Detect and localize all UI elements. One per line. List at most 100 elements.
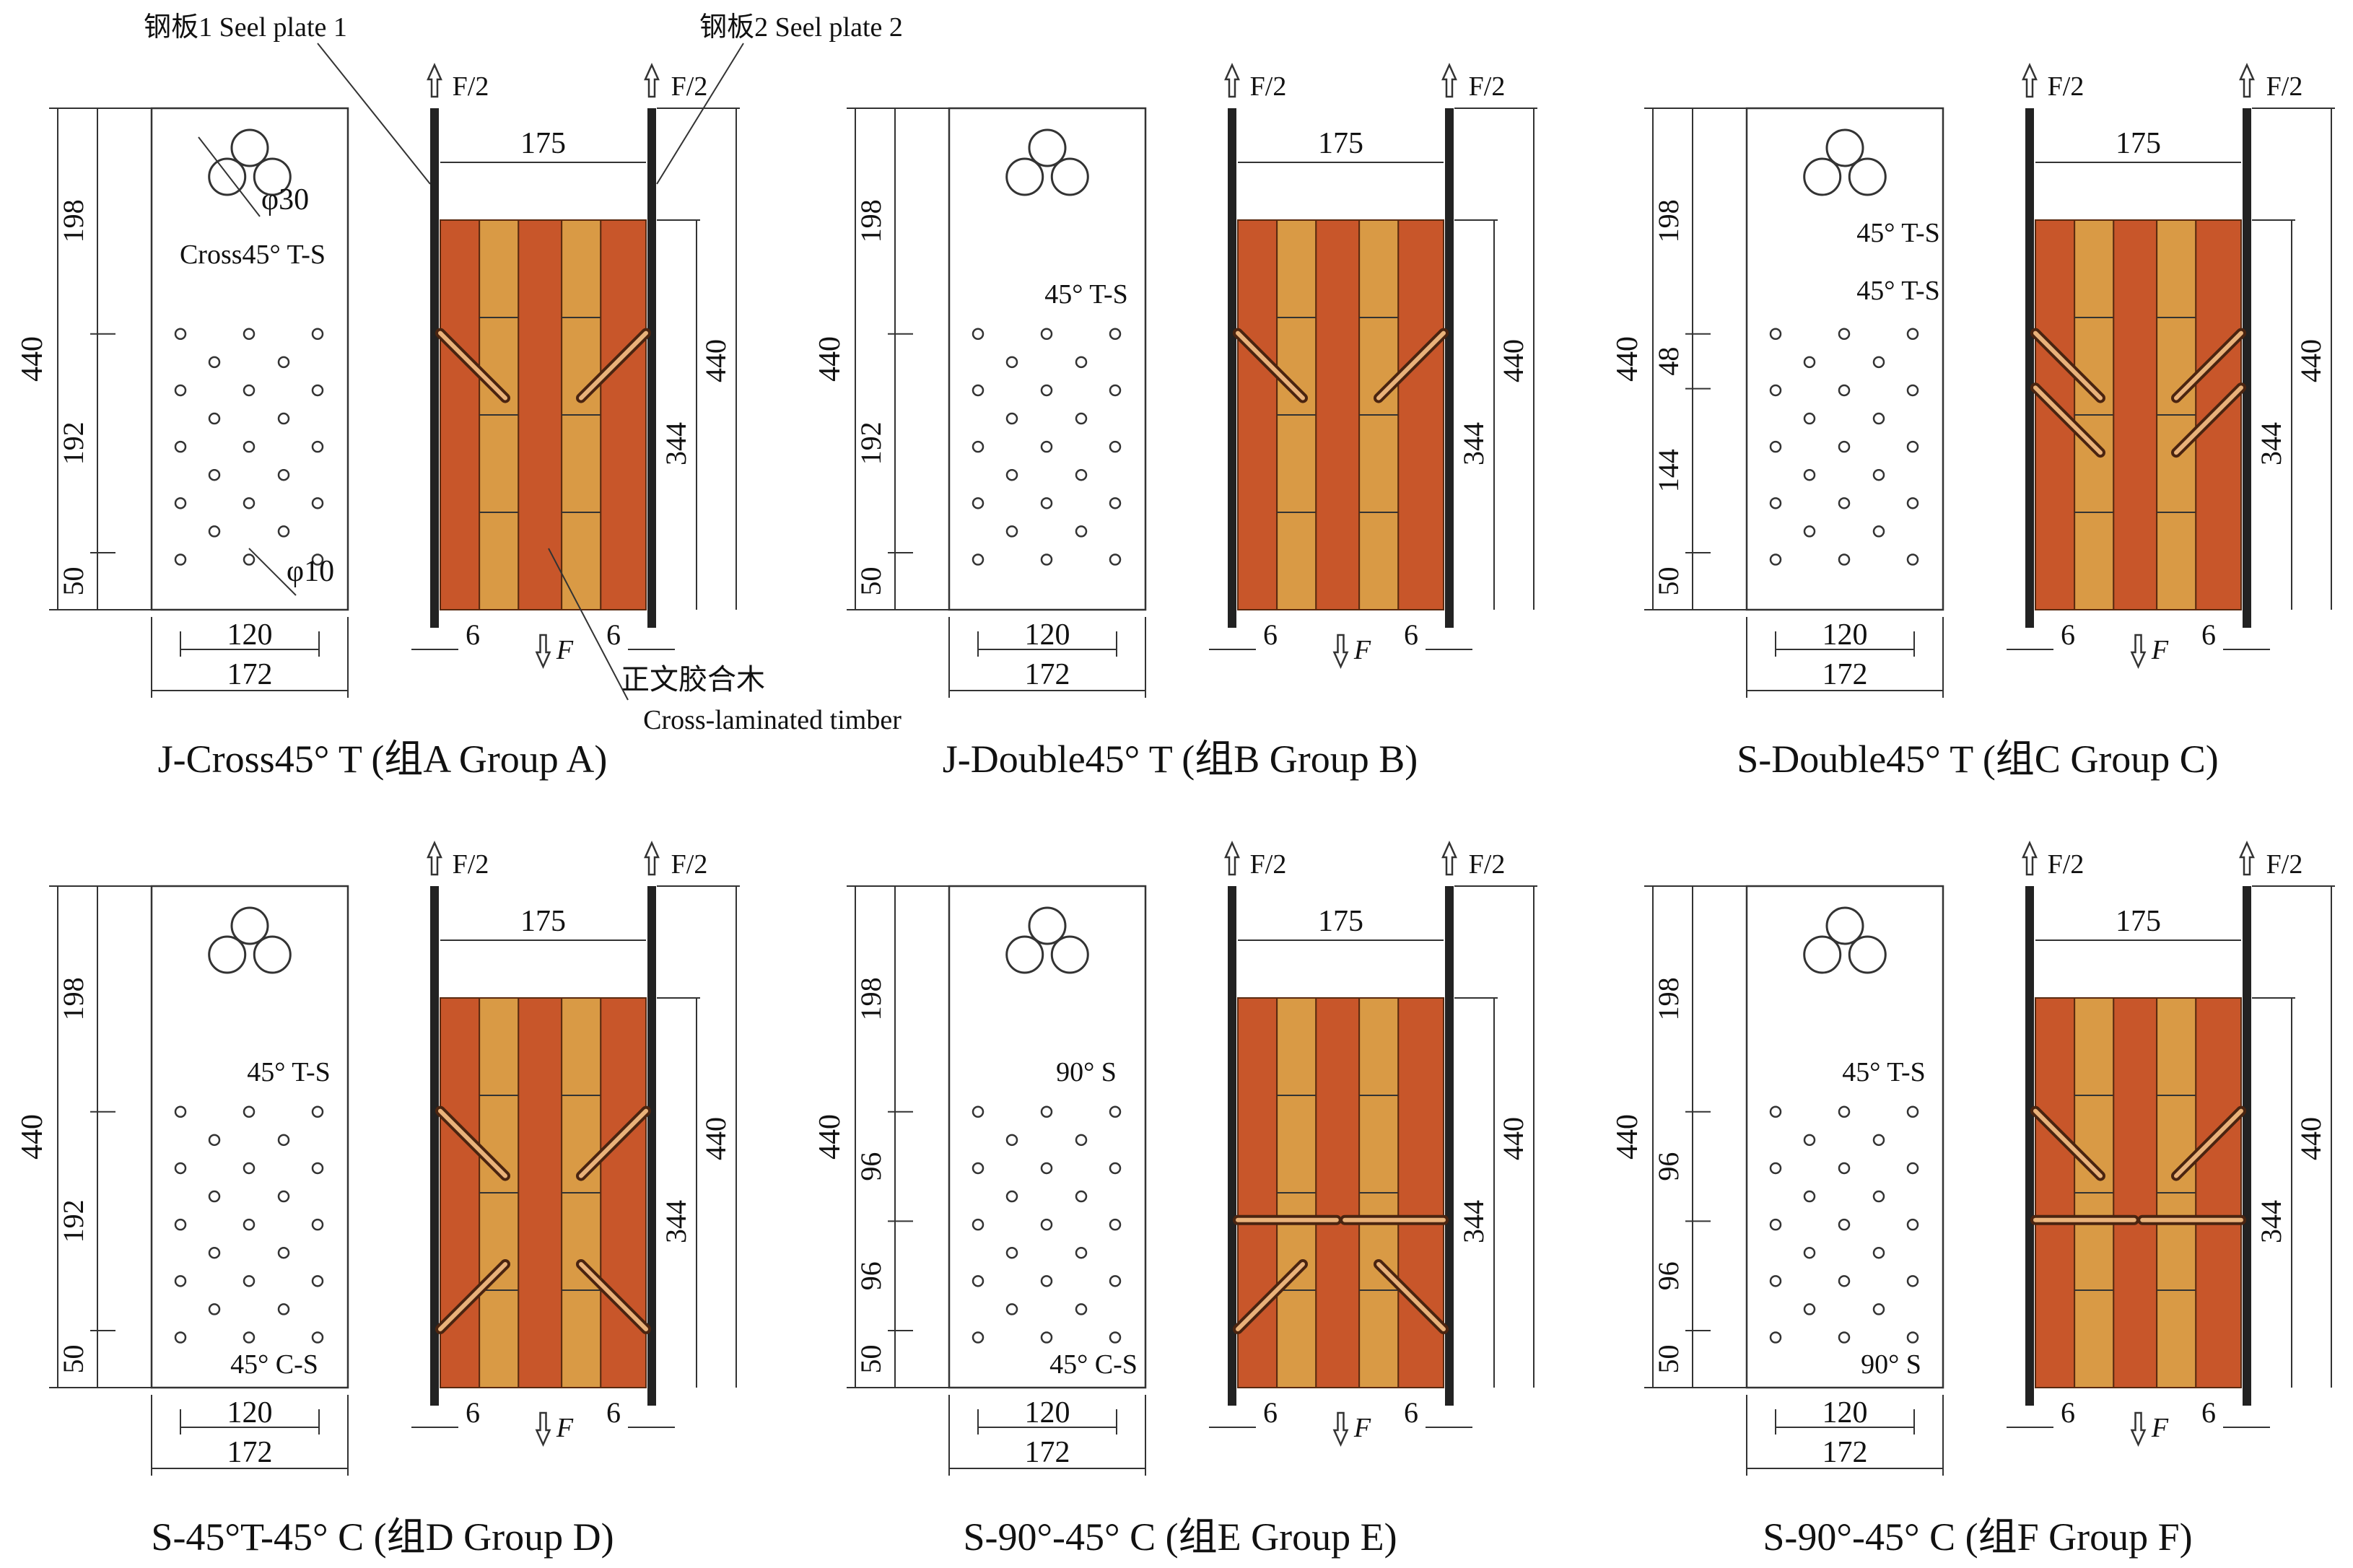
dim-120-label: 120 <box>1025 1396 1070 1429</box>
screw-hole-icon <box>1005 1134 1018 1147</box>
force-arrow-down-icon <box>2130 634 2147 670</box>
leader-line <box>656 43 744 185</box>
steel-plate-1 <box>2025 886 2034 1406</box>
dim-440-label: 440 <box>813 336 847 382</box>
force-half-label: F/2 <box>453 849 489 880</box>
screw-hole-icon <box>243 384 256 397</box>
screw-hole-icon <box>1040 384 1053 397</box>
dim-440-label: 440 <box>2295 339 2327 382</box>
force-half-label: F/2 <box>2048 71 2084 102</box>
plate-outline <box>150 885 349 1389</box>
force-half-label: F/2 <box>2048 849 2084 880</box>
self-tapping-screw-core <box>579 1108 648 1178</box>
screw-hole-icon <box>1803 356 1816 369</box>
plate-dim-label: 50 <box>855 567 887 596</box>
screw-hole-icon <box>1803 1134 1816 1147</box>
dim-344-label: 344 <box>1457 422 1490 465</box>
screw-hole-icon <box>972 1162 985 1175</box>
force-arrow-up-icon <box>427 840 442 876</box>
screw-hole-icon <box>1040 1105 1053 1118</box>
self-tapping-screw-core <box>1376 1262 1446 1331</box>
plate-outline <box>1745 885 1944 1389</box>
screw-hole-icon <box>1906 497 1919 509</box>
self-tapping-screw-core <box>438 1262 507 1331</box>
screw-hole-icon <box>1769 1218 1782 1231</box>
dim-440-label: 440 <box>1497 339 1529 382</box>
dim-172-label: 172 <box>227 658 273 691</box>
bolt-hole-icon <box>253 157 292 196</box>
screw-hole-icon <box>174 1331 187 1344</box>
dim-175-label: 175 <box>2116 905 2161 938</box>
screw-hole-icon <box>174 384 187 397</box>
dim-172-label: 172 <box>1822 658 1868 691</box>
screw-hole-icon <box>1906 1218 1919 1231</box>
screw-hole-icon <box>174 1162 187 1175</box>
screw-hole-icon <box>243 1331 256 1344</box>
screw-hole-icon <box>1040 553 1053 566</box>
screw-hole-icon <box>1040 328 1053 340</box>
screw-hole-icon <box>243 440 256 453</box>
screw-hole-icon <box>1769 440 1782 453</box>
screw-hole-icon <box>1872 1303 1885 1315</box>
screw-hole-icon <box>1005 468 1018 481</box>
dim-175-label: 175 <box>1318 127 1363 160</box>
bolt-hole-icon <box>1050 935 1089 974</box>
screw-hole-icon <box>1040 1331 1053 1344</box>
panel-caption: S-90°-45° C (组F Group F) <box>1763 1515 2192 1559</box>
screw-hole-icon <box>1005 1303 1018 1315</box>
steel-plate-1 <box>1228 886 1236 1406</box>
screw-hole-icon <box>1109 1331 1122 1344</box>
force-arrow-down-icon <box>535 634 551 670</box>
screw-hole-icon <box>208 468 221 481</box>
clt-lamella <box>1315 997 1361 1388</box>
screw-hole-icon <box>1075 412 1088 425</box>
screw-hole-icon <box>1838 1275 1851 1287</box>
screw-callout-label: 45° T-S <box>1044 279 1128 310</box>
steel-plate-1 <box>2025 108 2034 628</box>
screw-hole-icon <box>243 328 256 340</box>
screw-hole-icon <box>1769 328 1782 340</box>
screw-hole-icon <box>311 553 324 566</box>
bolt-hole-icon <box>253 935 292 974</box>
force-arrow-up-icon <box>1441 62 1457 98</box>
steel-plate-1 <box>430 886 439 1406</box>
screw-hole-icon <box>1906 1162 1919 1175</box>
bolt-hole-icon <box>1050 157 1089 196</box>
steel-plate-1 <box>1228 108 1236 628</box>
screw-hole-icon <box>1109 553 1122 566</box>
screw-callout-label: 45° C-S <box>1049 1349 1138 1380</box>
screw-hole-icon <box>1109 1162 1122 1175</box>
screw-hole-icon <box>311 1162 324 1175</box>
screw-hole-icon <box>1005 525 1018 538</box>
screw-hole-icon <box>208 1134 221 1147</box>
screw-hole-icon <box>1075 1134 1088 1147</box>
dim-440-label: 440 <box>16 336 49 382</box>
screw-hole-icon <box>1109 1105 1122 1118</box>
dim-6-label: 6 <box>606 618 621 651</box>
force-label: F <box>556 1413 574 1443</box>
force-half-label: F/2 <box>1469 849 1506 880</box>
plate-outline <box>1745 107 1944 611</box>
screw-callout-label: Cross45° T-S <box>180 240 326 270</box>
bolt-hole-icon <box>230 128 269 167</box>
screw-hole-icon <box>1872 356 1885 369</box>
steel-plate-1-label: 钢板1 Seel plate 1 <box>144 12 347 43</box>
screw-hole-icon <box>1906 1275 1919 1287</box>
clt-lamella <box>600 219 647 610</box>
plate-dim-label: 96 <box>1652 1261 1685 1290</box>
dim-344-label: 344 <box>660 1200 692 1243</box>
self-tapping-screw-core <box>1236 330 1305 400</box>
phi30-label: φ30 <box>261 183 309 216</box>
screw-hole-icon <box>1769 497 1782 509</box>
screw-hole-icon <box>1075 1246 1088 1259</box>
phi10-label: φ10 <box>287 555 334 588</box>
screw-hole-icon <box>277 525 290 538</box>
plate-outline <box>150 107 349 611</box>
bolt-hole-icon <box>208 935 247 974</box>
force-arrow-up-icon <box>2239 62 2255 98</box>
clt-lamella <box>518 219 563 610</box>
dim-440-label: 440 <box>1611 336 1644 382</box>
screw-hole-icon <box>1109 328 1122 340</box>
force-arrow-down-icon <box>1332 1411 1349 1447</box>
screw-hole-icon <box>1040 440 1053 453</box>
